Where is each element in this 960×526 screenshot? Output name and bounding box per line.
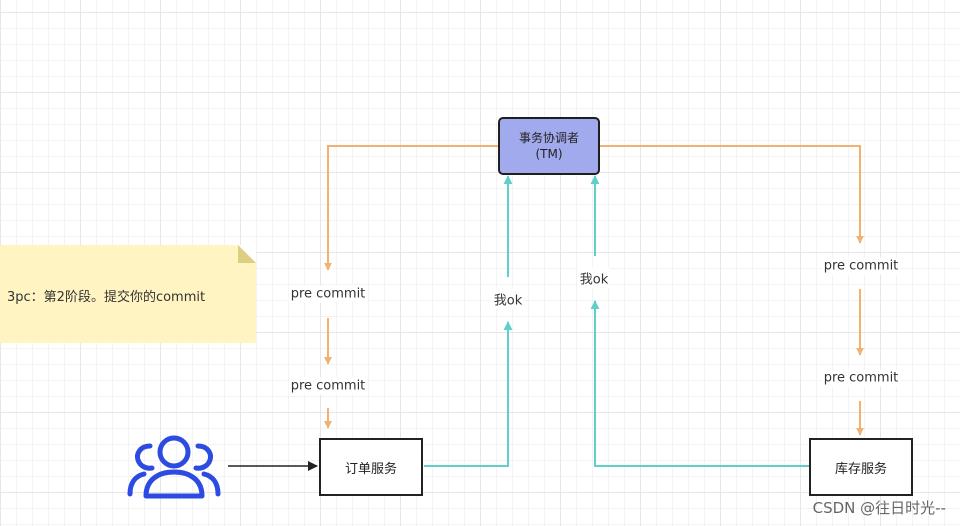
stock-service-node: 库存服务 — [809, 438, 913, 496]
edge-tm-to-order-pre-commit — [324, 145, 498, 271]
tm-node-subtitle: (TM) — [535, 147, 563, 161]
edge-label-pre-commit-left-1: pre commit — [288, 285, 368, 303]
users-icon — [127, 435, 221, 499]
transaction-coordinator-node: 事务协调者 (TM) — [498, 117, 600, 175]
order-service-label: 订单服务 — [344, 461, 397, 477]
sticky-note: 3pc：第2阶段。提交你的commit — [0, 245, 256, 343]
note-text: 3pc：第2阶段。提交你的commit — [7, 290, 206, 305]
tm-node-title: 事务协调者 — [518, 131, 579, 145]
edge-label-pre-commit-left-2: pre commit — [288, 377, 368, 395]
note-fold-corner — [238, 245, 256, 263]
edge-label-ok-stock: 我ok — [577, 267, 611, 289]
edge-label-pre-commit-right-1: pre commit — [821, 257, 901, 275]
stock-service-label: 库存服务 — [834, 461, 887, 477]
edge-stock-to-tm-ok — [590, 300, 809, 467]
edge-order-to-tm-ok — [424, 321, 513, 467]
edge-label-pre-commit-right-2: pre commit — [821, 369, 901, 387]
edge-label-ok-order: 我ok — [491, 288, 525, 310]
edge-tm-to-stock-pre-commit — [600, 145, 864, 244]
watermark: CSDN @往日时光-- — [812, 499, 946, 517]
order-service-node: 订单服务 — [319, 438, 423, 496]
